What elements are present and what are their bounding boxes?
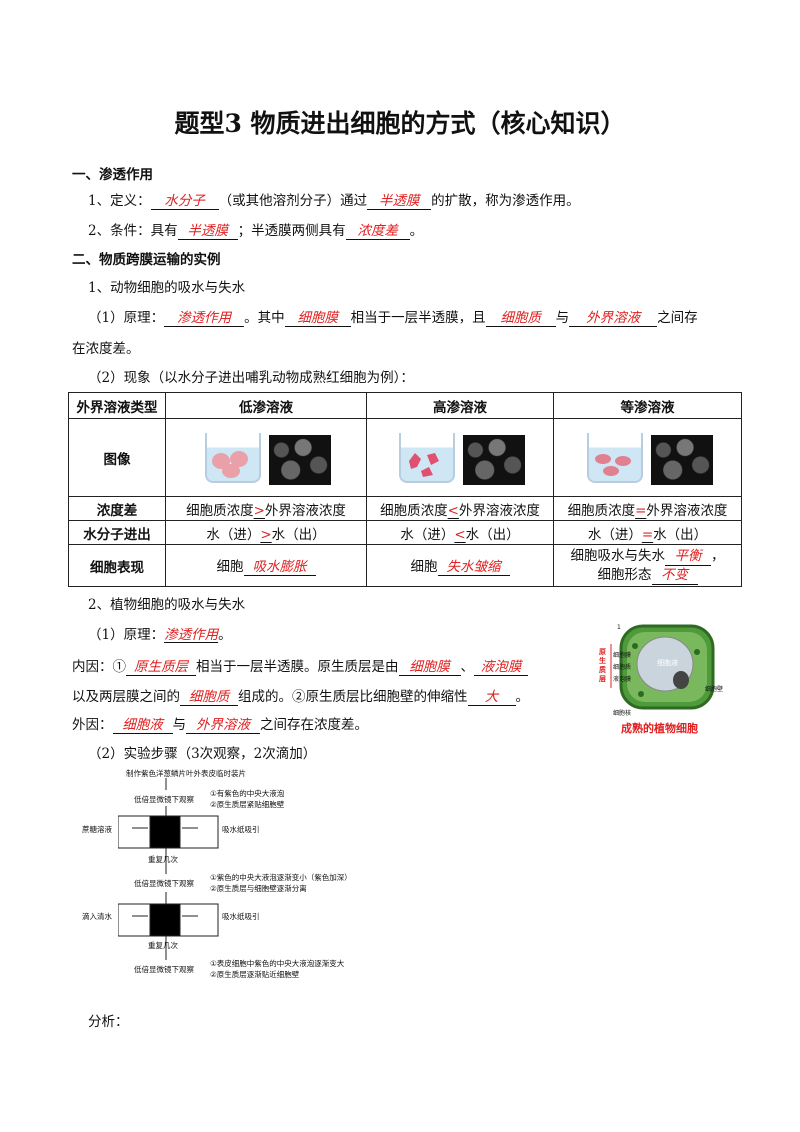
answer-blank: 浓度差 [357,223,398,239]
nucleus-label: 细胞核 [613,710,632,717]
flow-right: 吸水纸吸引 [222,825,260,834]
vacuole-label: 细胞液 [657,659,678,667]
animal-phenomenon: （2）现象（以水分子进出哺乳动物成熟红细胞为例）： [88,370,414,386]
cell-membrane-label: 细胞膜 [613,652,632,659]
image-hypertonic [366,418,554,497]
flow-note: ②原生质层与细胞壁逐渐分离 [210,884,307,893]
row-label-water: 水分子进出 [68,520,166,545]
answer-blank: 细胞质 [188,689,230,705]
experiment-flowchart: 制作紫色洋葱鳞片叶外表皮临时装片 低倍显微镜下观察 ①有紫色的中央大液泡 ②原生… [82,768,378,996]
vacuole-membrane-label: 液泡膜 [613,676,632,683]
plant-cell-figure: 细胞液 原生质层 1 细胞膜 细胞质 液泡膜 细胞核 细胞壁 成熟的植物细胞 [597,622,735,738]
animal-principle-line1: （1）原理：渗透作用。其中细胞膜相当于一层半透膜，且细胞质与外界溶液之间存 [88,306,698,327]
protoplast-label: 原生质层 [599,648,606,683]
row-label-conc: 浓度差 [68,496,166,521]
answer-blank: 外界溶液 [586,310,641,326]
answer-blank: 失水皱缩 [446,559,501,575]
analysis-label: 分析： [88,1014,129,1030]
external-cause: 外因：细胞液与外界溶液之间存在浓度差。 [72,713,368,734]
conc-cell: 细胞质浓度<外界溶液浓度 [366,496,554,521]
answer-blank: 液泡膜 [480,659,522,675]
flow-left: 蔗糖溶液 [82,825,112,834]
flow-note: ①紫色的中央大液泡逐渐变小（紫色加深） [210,873,352,882]
osmosis-definition: 1、定义：水分子（或其他溶剂分子）通过半透膜的扩散，称为渗透作用。 [88,189,580,210]
answer-blank: 外界溶液 [196,717,250,733]
water-cell: 水（进）=水（出） [553,520,742,545]
flow-left: 滴入清水 [82,912,112,921]
label-num: 1 [617,624,621,631]
beaker-icon [583,427,645,485]
water-cell: 水（进）<水（出） [366,520,554,545]
answer-blank: 水分子 [164,193,205,209]
cytoplasm-label: 细胞质 [613,664,632,671]
internal-cause-line2: 以及两层膜之间的细胞质组成的。②原生质层比细胞壁的伸缩性大。 [72,685,529,706]
figure-caption: 成熟的植物细胞 [621,722,698,735]
beaker-icon [201,427,263,485]
answer-blank: 原生质层 [134,659,188,675]
water-cell: 水（进）>水（出） [165,520,367,545]
flow-note: ②原生质层逐渐贴近细胞壁 [210,970,300,979]
beaker-icon [395,427,457,485]
table-header: 高渗溶液 [366,392,554,419]
animal-principle-line2: 在浓度差。 [72,341,140,357]
table-header: 低渗溶液 [165,392,367,419]
image-hypotonic [165,418,367,497]
answer-blank: 细胞膜 [297,310,338,326]
flow-repeat: 重复几次 [148,855,178,864]
table-header: 等渗溶液 [553,392,742,419]
cell-behavior: 细胞吸水膨胀 [165,544,367,587]
flow-note: ②原生质层紧贴细胞壁 [210,800,285,809]
answer-blank: 细胞液 [122,717,163,733]
micrograph-image [650,434,713,485]
flow-right: 吸水纸吸引 [222,912,260,921]
answer-blank: 细胞膜 [409,659,450,675]
answer-blank: 吸水膨胀 [252,559,307,575]
flow-repeat: 重复几次 [148,941,178,950]
answer-blank: 渗透作用 [177,310,232,326]
answer-blank: 平衡 [674,547,702,564]
osmosis-condition: 2、条件：具有半透膜；半透膜两侧具有浓度差。 [88,219,423,240]
answer-blank: 不变 [661,566,688,583]
flow-step: 低倍显微镜下观察 [134,879,194,888]
row-label-cell: 细胞表现 [68,544,166,587]
section-heading-transport: 二、物质跨膜运输的实例 [72,252,221,268]
flow-step: 低倍显微镜下观察 [134,965,194,974]
subheading-animal-cell: 1、动物细胞的吸水与失水 [88,280,246,296]
table-header: 外界溶液类型 [68,392,166,419]
flow-note: ①表皮细胞中紫色的中央大液泡逐渐变大 [210,959,345,968]
cell-behavior: 细胞吸水与失水平衡， 细胞形态不变 [553,544,742,587]
answer-blank: 大 [484,689,499,705]
animal-cell-table: 外界溶液类型 低渗溶液 高渗溶液 等渗溶液 图像 浓度差 细胞质浓度>外界溶液浓… [68,392,742,587]
row-label-image: 图像 [68,418,166,497]
cell-behavior: 细胞失水皱缩 [366,544,554,587]
micrograph-image [269,434,331,485]
micrograph-image [463,434,525,485]
subheading-plant-cell: 2、植物细胞的吸水与失水 [88,597,246,613]
answer-blank: 半透膜 [378,193,420,209]
answer-blank: 细胞质 [500,310,541,326]
flow-step: 制作紫色洋葱鳞片叶外表皮临时装片 [126,769,246,778]
image-isotonic [553,418,742,497]
conc-cell: 细胞质浓度>外界溶液浓度 [165,496,367,521]
answer-blank: 半透膜 [187,223,228,239]
experiment-steps-heading: （2）实验步骤（3次观察，2次滴加） [88,746,317,762]
flow-step: 低倍显微镜下观察 [134,795,194,804]
cell-wall-label: 细胞壁 [705,686,724,693]
section-heading-osmosis: 一、渗透作用 [72,167,153,183]
flow-note: ①有紫色的中央大液泡 [210,789,285,798]
page-title: 题型3 物质进出细胞的方式（核心知识） [174,109,626,138]
conc-cell: 细胞质浓度=外界溶液浓度 [553,496,742,521]
plant-principle: （1）原理：渗透作用。 [88,627,232,643]
